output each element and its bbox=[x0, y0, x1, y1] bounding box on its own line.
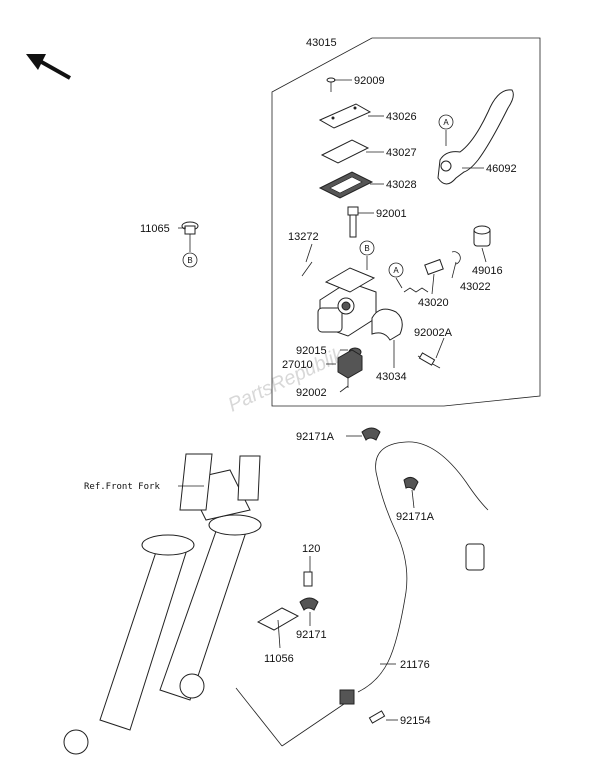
label-11065: 11065 bbox=[140, 223, 170, 235]
callout-b-body: B bbox=[359, 240, 375, 256]
direction-arrow-icon bbox=[26, 54, 71, 80]
front-fork bbox=[63, 453, 262, 755]
lever-46092 bbox=[437, 89, 514, 185]
clamp-92171a-mid bbox=[403, 476, 419, 491]
svg-text:B: B bbox=[187, 256, 192, 265]
label-92171a-top: 92171A bbox=[296, 431, 335, 443]
label-43026: 43026 bbox=[386, 111, 417, 123]
master-cylinder-body bbox=[317, 267, 377, 337]
label-46092: 46092 bbox=[486, 163, 517, 175]
label-11056: 11056 bbox=[264, 653, 294, 665]
label-92154: 92154 bbox=[400, 715, 431, 727]
label-92171a-mid: 92171A bbox=[396, 511, 435, 523]
label-92015: 92015 bbox=[296, 345, 327, 357]
label-92001: 92001 bbox=[376, 208, 407, 220]
label-92002a: 92002A bbox=[414, 327, 453, 339]
clamp-43034 bbox=[371, 308, 403, 341]
label-43034: 43034 bbox=[376, 371, 407, 383]
label-92171: 92171 bbox=[296, 629, 327, 641]
label-43015: 43015 bbox=[306, 37, 337, 49]
label-13272: 13272 bbox=[288, 231, 319, 243]
bolt-92002a bbox=[417, 352, 441, 369]
leader-lines bbox=[178, 79, 487, 747]
bracket-11056 bbox=[256, 607, 300, 631]
label-92009: 92009 bbox=[354, 75, 385, 87]
plate-43027 bbox=[320, 139, 370, 164]
sensor-fitting bbox=[339, 689, 386, 724]
screw-13272 bbox=[301, 261, 313, 277]
svg-text:B: B bbox=[364, 244, 369, 253]
label-43028: 43028 bbox=[386, 179, 417, 191]
reservoir-cap-43026 bbox=[318, 103, 372, 129]
label-43020: 43020 bbox=[418, 297, 449, 309]
ring-43022 bbox=[451, 251, 461, 265]
piston-43020 bbox=[403, 258, 444, 293]
switch-27010 bbox=[337, 349, 363, 388]
screw-92009 bbox=[326, 77, 336, 92]
label-43022: 43022 bbox=[460, 281, 491, 293]
label-21176: 21176 bbox=[400, 659, 430, 671]
callout-b-left: B bbox=[182, 252, 198, 268]
clamp-92171 bbox=[299, 597, 319, 611]
label-43027: 43027 bbox=[386, 147, 417, 159]
assembly-frame bbox=[271, 37, 541, 407]
label-49016: 49016 bbox=[472, 265, 503, 277]
label-120: 120 bbox=[302, 543, 320, 555]
label-27010: 27010 bbox=[282, 359, 313, 371]
watermark: PartsRepublik bbox=[225, 344, 348, 417]
callout-a-top: A bbox=[438, 114, 454, 130]
callout-a-body: A bbox=[388, 262, 404, 278]
bolt-120 bbox=[303, 571, 313, 587]
banjo-fitting bbox=[465, 543, 485, 571]
bolt-92001 bbox=[347, 206, 359, 238]
svg-text:A: A bbox=[443, 118, 449, 127]
brake-hose-21176 bbox=[357, 441, 489, 693]
clamp-92171a-top bbox=[361, 427, 381, 441]
label-92002: 92002 bbox=[296, 387, 327, 399]
reference-front-fork: Ref.Front Fork bbox=[84, 482, 160, 492]
svg-text:A: A bbox=[393, 266, 399, 275]
boot-49016 bbox=[473, 225, 491, 247]
